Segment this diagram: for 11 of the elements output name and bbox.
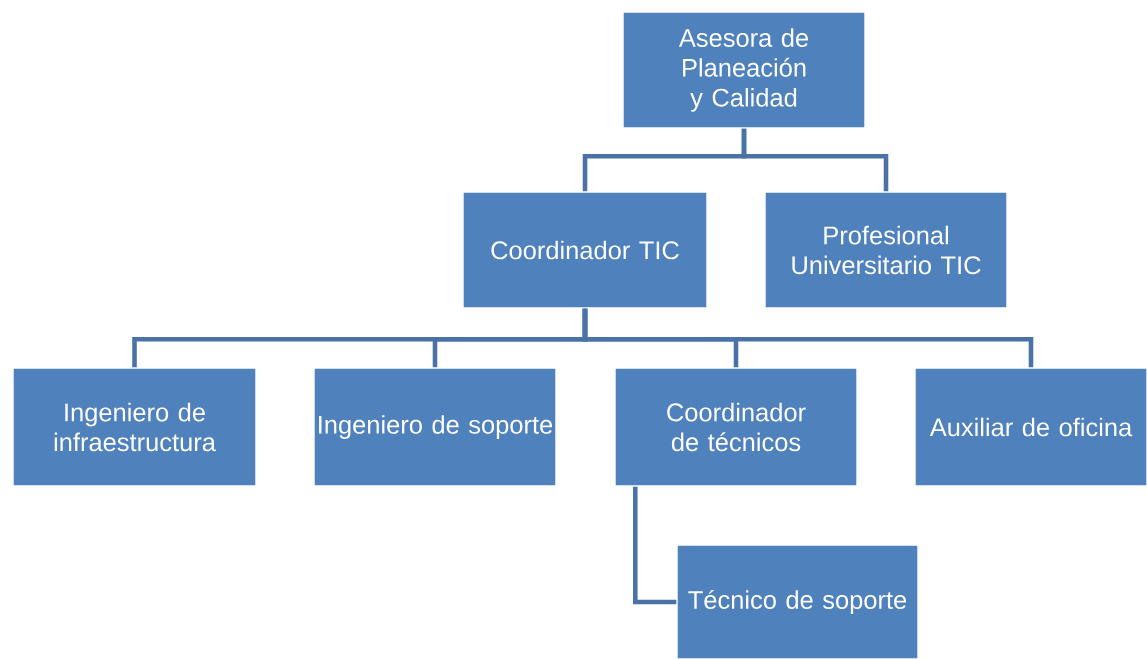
- org-box: Ingeniero de soporte: [313, 367, 557, 487]
- connector-line: [633, 486, 677, 605]
- org-box: Auxiliar de oficina: [914, 367, 1147, 487]
- connector-line: [582, 308, 1034, 368]
- org-box: Asesora de Planeación y Calidad: [622, 11, 866, 129]
- org-box: Coordinador TIC: [462, 191, 708, 309]
- org-box: Coordinador de técnicos: [614, 367, 858, 487]
- connector-line: [741, 128, 889, 192]
- org-box: Ingeniero de infraestructura: [12, 367, 257, 487]
- org-box: Profesional Universitario TIC: [764, 191, 1008, 309]
- org-box: Técnico de soporte: [676, 544, 919, 659]
